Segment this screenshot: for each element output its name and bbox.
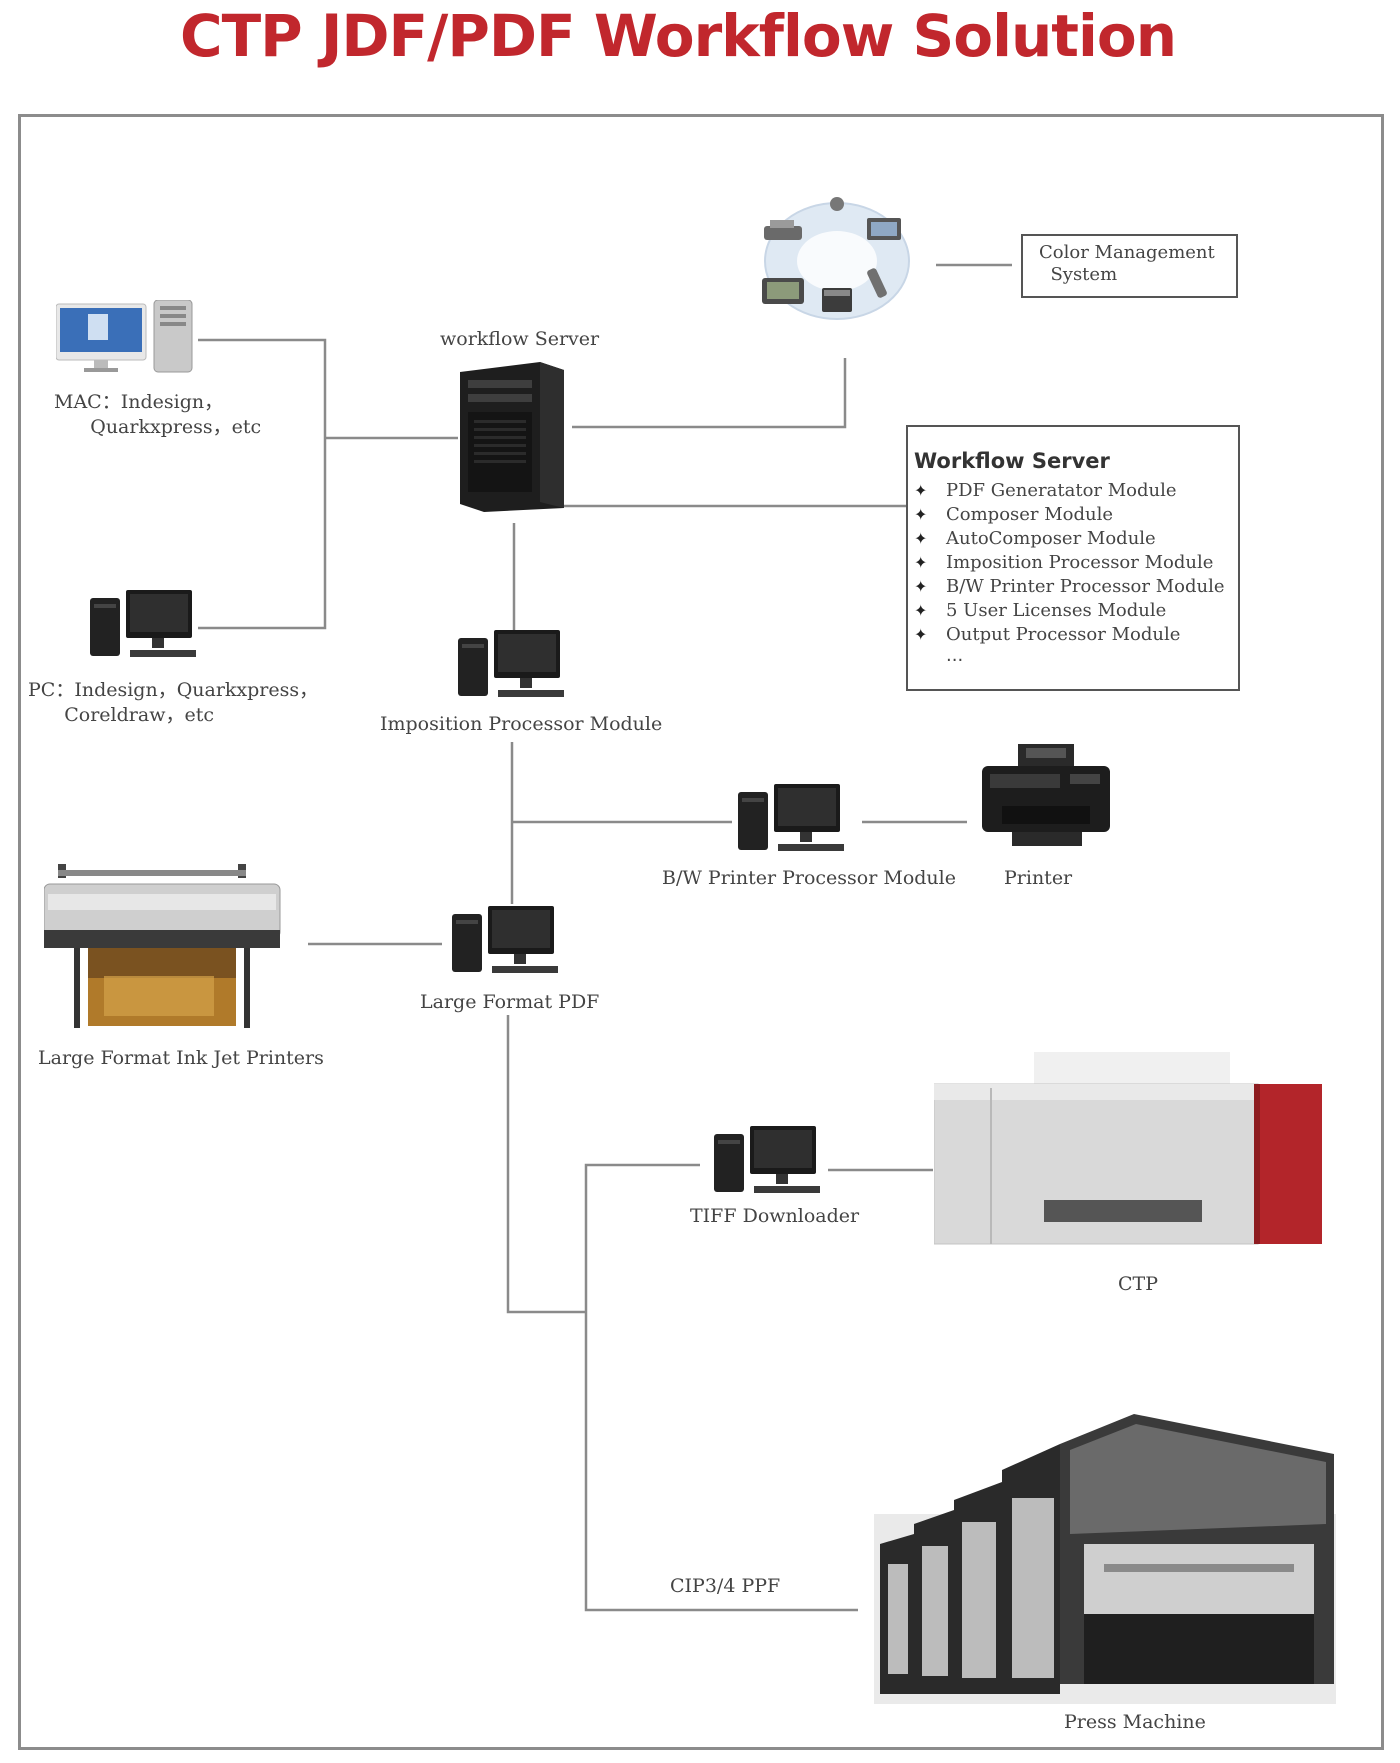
mac-computer-icon <box>56 300 193 373</box>
pc-computer-icon <box>90 590 196 657</box>
bullet-icon: ✦ <box>914 505 928 524</box>
workflow-module-label: Output Processor Module <box>946 624 1181 645</box>
page-title: CTP JDF/PDF Workflow Solution <box>180 2 1177 70</box>
workflow-box-title: Workflow Server <box>914 449 1110 473</box>
imposition-label: Imposition Processor Module <box>380 713 663 735</box>
printer-label: Printer <box>1004 867 1073 889</box>
workflow-module-item: ✦ B/W Printer Processor Module <box>914 575 1238 599</box>
press-machine-label: Press Machine <box>1064 1711 1206 1733</box>
workflow-module-label: PDF Generatator Module <box>946 480 1177 501</box>
tiff-downloader-computer-icon <box>714 1126 820 1193</box>
color-management-devices-icon <box>762 197 910 320</box>
workflow-server-tower-icon <box>460 362 564 512</box>
mac-label: MAC：Indesign， Quarkxpress，etc <box>54 391 262 438</box>
color-management-box: Color Management System <box>1021 234 1238 298</box>
workflow-module-label: 5 User Licenses Module <box>946 600 1167 621</box>
bullet-icon: ✦ <box>914 625 928 644</box>
large-format-inkjet-printer-icon <box>44 864 281 1028</box>
large-format-printers-label: Large Format Ink Jet Printers <box>38 1047 324 1069</box>
cip-label: CIP3/4 PPF <box>670 1575 781 1597</box>
press-machine-icon <box>874 1414 1336 1704</box>
tiff-downloader-label: TIFF Downloader <box>690 1205 860 1227</box>
bw-printer-module-label: B/W Printer Processor Module <box>662 867 956 889</box>
workflow-module-item: ✦ Imposition Processor Module <box>914 551 1238 575</box>
bullet-icon: ✦ <box>914 553 928 572</box>
workflow-module-item: ✦ Composer Module <box>914 503 1238 527</box>
large-format-pdf-computer-icon <box>452 906 558 973</box>
color-management-label: Color Management System <box>1039 242 1215 285</box>
bullet-icon: ✦ <box>914 601 928 620</box>
workflow-module-item: ✦ PDF Generatator Module <box>914 479 1238 503</box>
output-bracket-line <box>584 1163 858 1612</box>
bullet-icon: ✦ <box>914 577 928 596</box>
large-format-pdf-label: Large Format PDF <box>420 991 600 1013</box>
workflow-module-item: ✦ Output Processor Module <box>914 623 1238 647</box>
server-to-color-line <box>572 358 847 429</box>
ctp-machine-icon <box>934 1052 1322 1245</box>
printer-icon <box>982 744 1110 846</box>
bullet-icon: ✦ <box>914 529 928 548</box>
workflow-module-item: ✦ 5 User Licenses Module <box>914 599 1238 623</box>
workflow-module-label: B/W Printer Processor Module <box>946 576 1225 597</box>
workflow-module-label: AutoComposer Module <box>946 528 1156 549</box>
ctp-label: CTP <box>1118 1273 1158 1295</box>
workflow-module-item: ✦ AutoComposer Module <box>914 527 1238 551</box>
lfpdf-down-line <box>506 1015 586 1314</box>
bw-printer-module-computer-icon <box>738 784 844 851</box>
bullet-icon: ✦ <box>914 481 928 500</box>
workflow-module-label: Imposition Processor Module <box>946 552 1214 573</box>
workflow-box-more: ... <box>946 645 964 666</box>
mac-connector <box>198 338 327 630</box>
imposition-computer-icon <box>458 630 564 697</box>
workflow-module-list: ✦PDF Generatator Module✦Composer Module✦… <box>914 479 1238 647</box>
diagram-frame <box>18 114 1384 1750</box>
workflow-server-label: workflow Server <box>440 328 600 350</box>
workflow-module-label: Composer Module <box>946 504 1114 525</box>
workflow-server-module-box: Workflow Server ✦PDF Generatator Module✦… <box>906 425 1240 691</box>
pc-label: PC：Indesign，Quarkxpress， Coreldraw，etc <box>28 679 319 726</box>
